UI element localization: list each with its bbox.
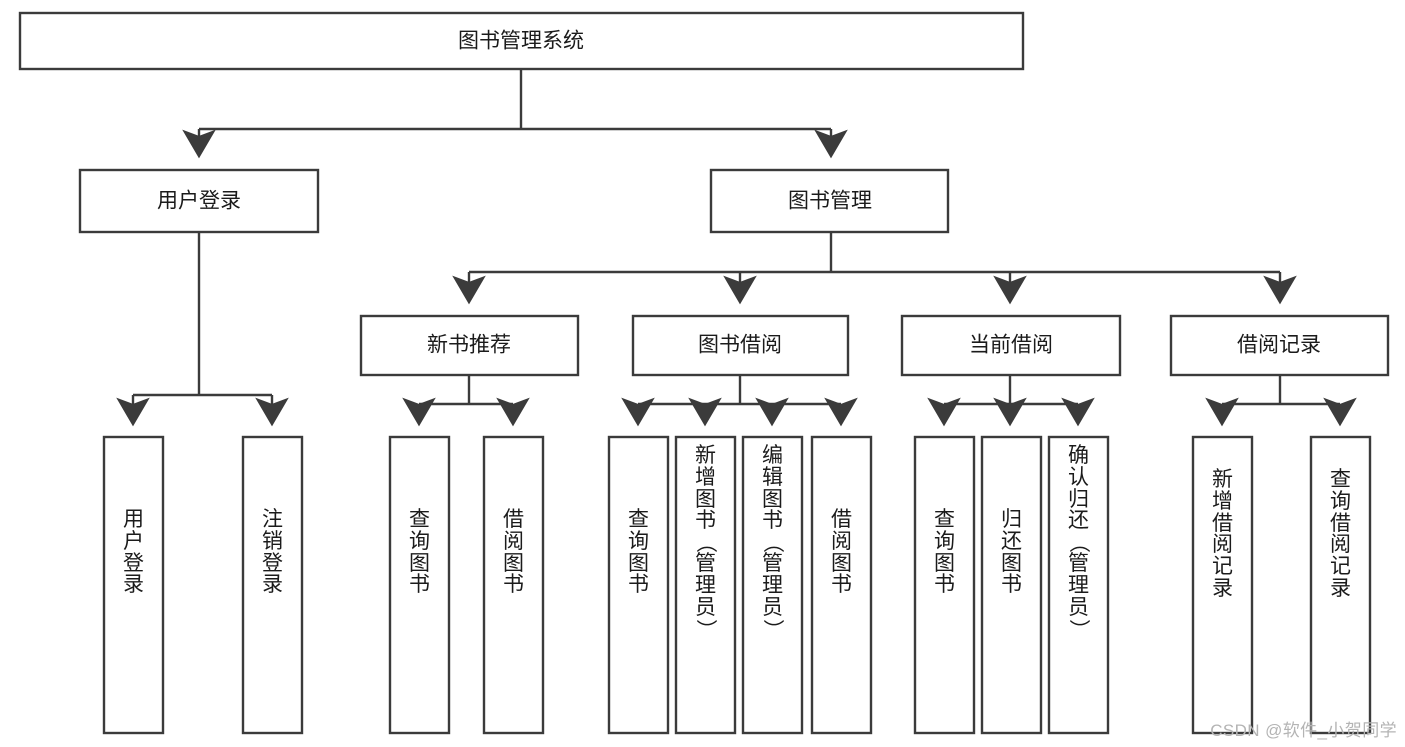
node-book-manage-label: 图书管理 bbox=[788, 190, 872, 213]
leaf-box-borrow-book-1[interactable] bbox=[482, 435, 545, 735]
node-book-borrow-label: 图书借阅 bbox=[698, 334, 782, 357]
connector-borrow-record-to-leaves bbox=[1205, 375, 1357, 427]
connector-user-login-to-leaves bbox=[116, 232, 289, 427]
leaf-box-query-book-1[interactable] bbox=[388, 435, 451, 735]
connector-book-borrow-to-leaves bbox=[621, 375, 858, 427]
leaf-box-query-book-3[interactable] bbox=[913, 435, 976, 735]
connector-root-to-level2 bbox=[182, 69, 848, 159]
leaf-box-logout-login[interactable] bbox=[241, 435, 304, 735]
leaf-box-add-borrow-record[interactable] bbox=[1191, 435, 1254, 735]
connector-book-manage-to-level3 bbox=[452, 232, 1297, 305]
node-current-borrow-label: 当前借阅 bbox=[969, 334, 1053, 357]
leaf-box-query-borrow-record[interactable] bbox=[1309, 435, 1372, 735]
node-book-manage-box[interactable] bbox=[709, 168, 950, 234]
node-borrow-record-box[interactable] bbox=[1169, 314, 1390, 377]
leaf-box-confirm-return-admin[interactable] bbox=[1047, 435, 1110, 735]
leaf-box-borrow-book-2[interactable] bbox=[810, 435, 873, 735]
node-user-login-box[interactable] bbox=[78, 168, 320, 234]
node-current-borrow-box[interactable] bbox=[900, 314, 1122, 377]
node-book-borrow-box[interactable] bbox=[631, 314, 850, 377]
leaf-box-query-book-2[interactable] bbox=[607, 435, 670, 735]
leaf-box-return-book[interactable] bbox=[980, 435, 1043, 735]
node-root-label: 图书管理系统 bbox=[458, 30, 584, 53]
node-new-book-recommend-box[interactable] bbox=[359, 314, 580, 377]
leaf-box-add-book-admin[interactable] bbox=[674, 435, 737, 735]
connector-new-book-to-leaves bbox=[402, 375, 530, 427]
node-borrow-record-label: 借阅记录 bbox=[1237, 334, 1321, 357]
leaf-box-user-login[interactable] bbox=[102, 435, 165, 735]
connector-current-borrow-to-leaves bbox=[927, 375, 1095, 427]
leaf-box-edit-book-admin[interactable] bbox=[741, 435, 804, 735]
node-user-login-label: 用户登录 bbox=[157, 190, 241, 213]
node-new-book-recommend-label: 新书推荐 bbox=[427, 334, 511, 357]
node-root-box[interactable] bbox=[18, 11, 1025, 71]
